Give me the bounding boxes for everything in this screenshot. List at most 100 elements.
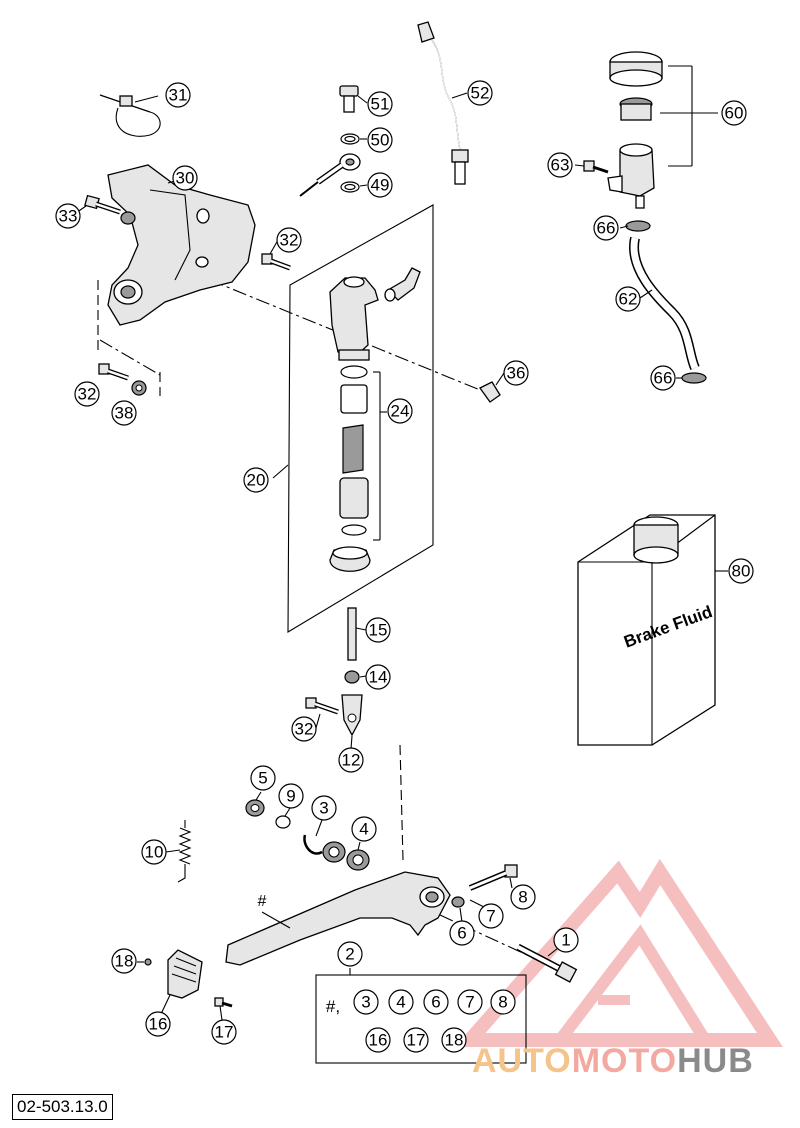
callout-52: 52 [467, 80, 493, 106]
callout-6: 6 [449, 920, 475, 946]
leader-lines [72, 92, 728, 1021]
bracket-drawing [107, 164, 256, 326]
callout-14: 14 [365, 664, 391, 690]
svg-text:7: 7 [486, 907, 495, 926]
kit-item-17: 17 [403, 1027, 429, 1053]
svg-text:3: 3 [319, 799, 328, 818]
lever-hash-mark: # [258, 893, 267, 910]
push-rod-drawing [305, 607, 363, 737]
svg-text:51: 51 [371, 95, 390, 114]
svg-text:1: 1 [561, 931, 570, 950]
watermark-text: AUTOMOTOHUB [472, 1042, 754, 1081]
kit-prefix: #, [326, 997, 340, 1016]
callout-66-lower: 66 [650, 365, 676, 391]
callout-63: 63 [547, 152, 573, 178]
svg-text:18: 18 [115, 952, 134, 971]
watermark-hub: HUB [677, 1042, 754, 1080]
watermark-auto: AUTO [472, 1042, 572, 1080]
callout-3: 3 [311, 795, 337, 821]
bolt-32-left-drawing [98, 363, 147, 396]
svg-text:16: 16 [149, 1015, 168, 1034]
callout-12: 12 [338, 747, 364, 773]
callout-24: 24 [387, 398, 413, 424]
kit-item-4: 4 [388, 989, 414, 1015]
callout-8: 8 [510, 884, 536, 910]
callout-10: 10 [141, 839, 167, 865]
svg-text:15: 15 [369, 621, 388, 640]
svg-text:60: 60 [725, 104, 744, 123]
watermark-moto: MOTO [571, 1042, 678, 1080]
callout-17: 17 [211, 1019, 237, 1045]
stud-1-drawing [516, 943, 578, 983]
callout-30: 30 [172, 165, 198, 191]
svg-text:33: 33 [59, 207, 78, 226]
callout-31: 31 [165, 82, 191, 108]
svg-text:4: 4 [396, 993, 405, 1012]
brake-pedal-drawing [225, 871, 451, 966]
callout-66-upper: 66 [593, 215, 619, 241]
banjo-fitting-drawing [299, 85, 361, 197]
callout-15: 15 [365, 617, 391, 643]
svg-text:32: 32 [295, 720, 314, 739]
callout-32-lower: 32 [291, 716, 317, 742]
pedal-bolt-drawing [451, 864, 518, 908]
svg-text:14: 14 [369, 668, 388, 687]
svg-text:52: 52 [471, 84, 490, 103]
callout-50: 50 [367, 127, 393, 153]
pivot-parts-drawing [245, 799, 370, 871]
alignment-line-bracket [99, 339, 161, 376]
callout-60: 60 [721, 100, 747, 126]
kit-item-6: 6 [423, 989, 449, 1015]
callout-51: 51 [367, 91, 393, 117]
callout-18: 18 [111, 948, 137, 974]
svg-text:32: 32 [280, 231, 299, 250]
svg-text:16: 16 [369, 1031, 388, 1050]
svg-text:10: 10 [145, 843, 164, 862]
svg-text:8: 8 [498, 993, 507, 1012]
kit-item-16: 16 [365, 1027, 391, 1053]
svg-text:20: 20 [247, 471, 266, 490]
svg-text:24: 24 [391, 402, 410, 421]
cable-tie-drawing [99, 94, 161, 137]
svg-text:4: 4 [359, 820, 368, 839]
svg-text:17: 17 [407, 1031, 426, 1050]
callout-16: 16 [145, 1011, 171, 1037]
svg-text:32: 32 [78, 385, 97, 404]
callout-7: 7 [478, 903, 504, 929]
plug-36-drawing [479, 381, 501, 403]
callout-32-upper: 32 [276, 227, 302, 253]
svg-text:18: 18 [445, 1031, 464, 1050]
callout-4: 4 [351, 816, 377, 842]
callout-80: 80 [728, 558, 754, 584]
alignment-line-pivot [399, 744, 404, 861]
svg-text:7: 7 [465, 993, 474, 1012]
svg-text:6: 6 [431, 993, 440, 1012]
svg-text:2: 2 [345, 945, 354, 964]
svg-text:3: 3 [361, 993, 370, 1012]
svg-text:6: 6 [457, 924, 466, 943]
screw-63-drawing [583, 160, 609, 174]
reservoir-drawing [607, 51, 718, 209]
svg-text:17: 17 [215, 1023, 234, 1042]
svg-text:8: 8 [518, 888, 527, 907]
master-cylinder-drawing [329, 276, 387, 572]
kit-item-18: 18 [441, 1027, 467, 1053]
svg-text:66: 66 [597, 219, 616, 238]
return-spring-drawing [177, 820, 192, 883]
callout-9: 9 [278, 783, 304, 809]
kit-item-7: 7 [457, 989, 483, 1015]
svg-text:30: 30 [176, 169, 195, 188]
kit-item-8: 8 [490, 989, 516, 1015]
callout-5: 5 [250, 765, 276, 791]
callout-49: 49 [367, 172, 393, 198]
callout-36: 36 [503, 360, 529, 386]
callout-38: 38 [111, 400, 137, 426]
pedal-tip-drawing [144, 949, 233, 1008]
kit-item-3: 3 [353, 989, 379, 1015]
svg-text:5: 5 [258, 769, 267, 788]
callout-1: 1 [553, 927, 579, 953]
svg-text:36: 36 [507, 364, 526, 383]
diagram-reference-code: 02-503.13.0 [12, 1094, 113, 1120]
svg-text:63: 63 [551, 156, 570, 175]
